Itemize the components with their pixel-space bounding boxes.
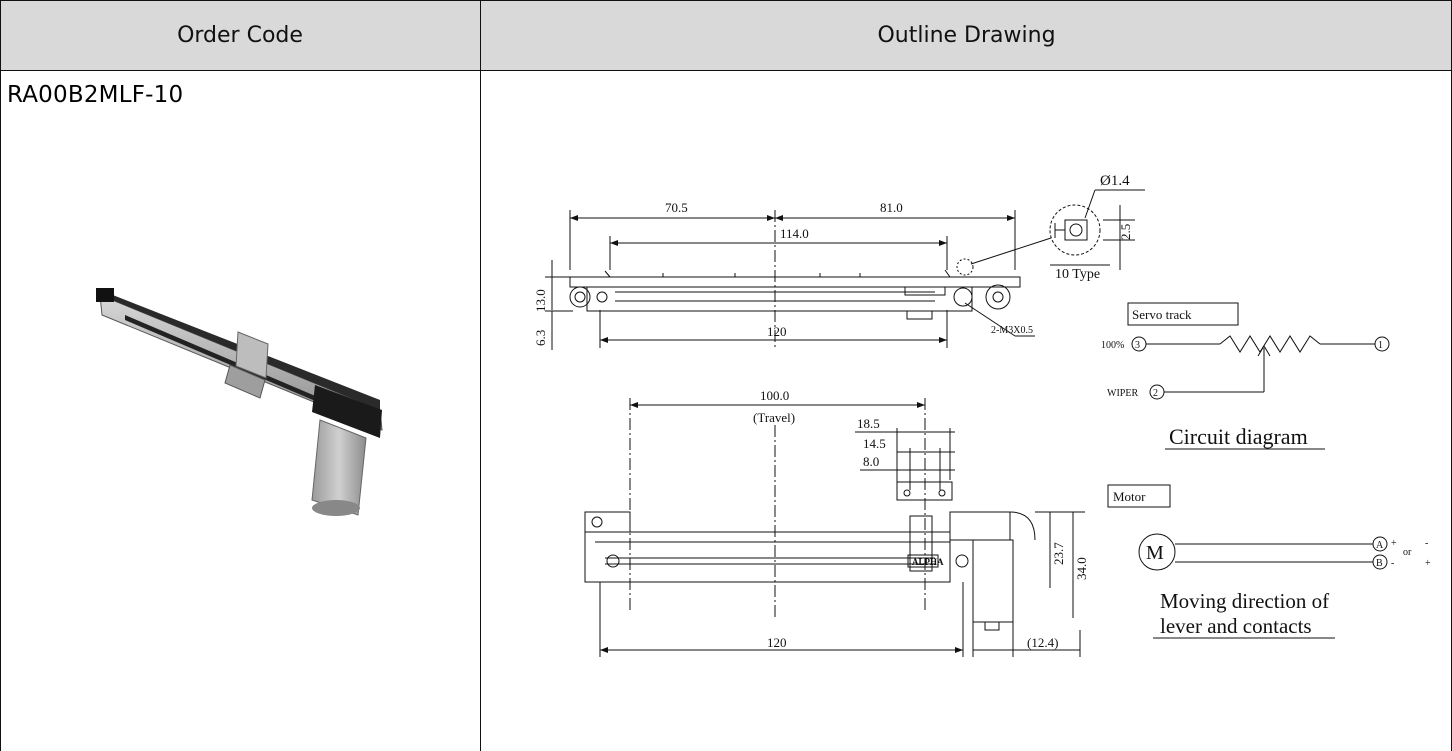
servo-track-title: Servo track [1132,307,1192,322]
wiper-label: WIPER [1107,388,1138,399]
polarity-minus-a: - [1425,538,1428,549]
polarity-minus-b: - [1391,558,1394,569]
circuit-caption: Circuit diagram [1169,424,1308,449]
column-divider [480,0,481,751]
polarity-plus-b: + [1425,558,1431,569]
brand-label: ALPHA [912,557,944,567]
dim-34-0: 34.0 [1074,557,1089,580]
motor-title: Motor [1113,489,1146,504]
detail-pitch: 2.5 [1118,224,1133,240]
outline-drawing: 70.5 81.0 114.0 13.0 6.3 120 2-M3X0.5 Ø1… [533,173,1431,657]
border-top [0,0,1452,1]
polarity-plus-a: + [1391,538,1397,549]
pin-3: 3 [1135,340,1140,351]
header-divider [0,70,1452,71]
pin-1: 1 [1378,340,1383,351]
label-100-percent: 100% [1101,340,1124,351]
dim-14-5: 14.5 [863,436,886,451]
dim-motor-offset: (12.4) [1027,635,1058,650]
dim-travel-label: (Travel) [753,410,795,425]
dim-top-120: 120 [767,324,787,339]
border-left [0,0,1,751]
detail-diameter: Ø1.4 [1100,173,1130,189]
motor-pin-b: B [1376,558,1383,569]
polarity-or: or [1403,547,1412,558]
dim-81-0: 81.0 [880,200,903,215]
header-outline-drawing: Outline Drawing [481,0,1452,70]
dim-13-0: 13.0 [533,289,548,312]
motor-caption-line2: lever and contacts [1160,614,1312,638]
dim-18-5: 18.5 [857,416,880,431]
dim-6-3: 6.3 [533,330,548,346]
header-order-code: Order Code [0,0,480,70]
motor-caption-line1: Moving direction of [1160,589,1329,613]
pin-2: 2 [1153,388,1158,399]
dim-114-0: 114.0 [780,226,809,241]
product-photo [96,288,383,516]
dim-travel-value: 100.0 [760,388,789,403]
dim-23-7: 23.7 [1051,542,1066,565]
detail-type: 10 Type [1055,267,1100,282]
motor-symbol: M [1146,542,1164,564]
screw-spec: 2-M3X0.5 [991,325,1033,336]
motor-pin-a: A [1376,540,1384,551]
dim-70-5: 70.5 [665,200,688,215]
dim-8-0: 8.0 [863,454,879,469]
dim-front-120: 120 [767,635,787,650]
order-code-value: RA00B2MLF-10 [7,82,184,108]
